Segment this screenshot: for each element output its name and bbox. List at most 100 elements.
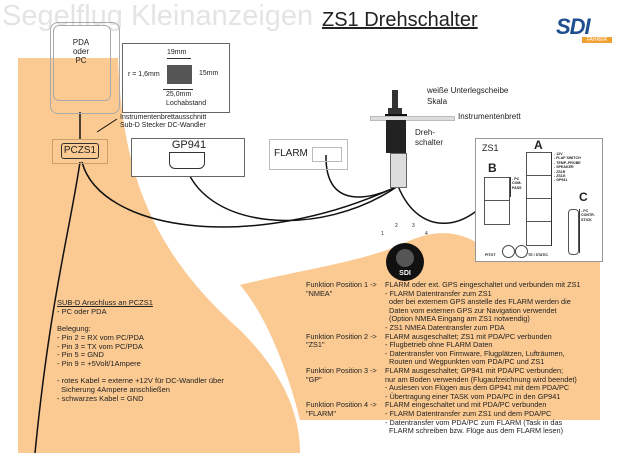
cutout-caption-2: Sub-D Stecker DC-Wandler: [120, 122, 206, 129]
function-line: - Auslesen von Flügen aus dem GP941 mit …: [385, 383, 570, 393]
cable-flarm-switch: [325, 154, 399, 198]
function-position-label: Funktion Position 2 ->: [306, 331, 377, 341]
washer-label: weiße Unterlegscheibe: [427, 86, 509, 95]
function-details: FLARM ausgeschaltet; ZS1 mit PDA/PC verb…: [385, 331, 565, 367]
switch-shaft: [392, 90, 398, 110]
pin-label: - SPEAKER: [554, 165, 574, 170]
function-position-label: Funktion Position 1 ->: [306, 280, 377, 289]
cable-pczs1-switch: [81, 161, 399, 228]
left-orange-area: [18, 58, 300, 453]
function-block: Funktion Position 4 ->"FLARM"FLARM einge…: [306, 401, 581, 435]
function-line: oder bei externem GPS anstelle des FLARM…: [385, 297, 571, 307]
panel-label: Instrumentenbrett: [458, 112, 521, 121]
pda-label-2: oder: [72, 47, 89, 56]
pin-label: PASS: [512, 185, 522, 190]
subd-line: - Pin 3 = TX vom PC/PDA: [57, 341, 143, 351]
function-line: FLARM eingeschaltet und mit PDA/PC verbu…: [385, 400, 547, 410]
gp941-label: GP941: [171, 139, 207, 151]
subd-line: Belegung:: [57, 324, 91, 334]
knob-position-3: 3: [412, 223, 415, 229]
subd-info: SUB-D Anschluss an PCZS1 - PC oder PDA B…: [57, 298, 224, 403]
function-line: - Flugbetrieb ohne FLARM Daten: [385, 340, 493, 350]
function-details: FLARM eingeschaltet und mit PDA/PC verbu…: [385, 401, 563, 435]
function-line: nur am Boden verwenden (Flugaufzeichnung…: [385, 374, 577, 384]
function-name: "NMEA": [306, 288, 333, 298]
subd-line: - schwarzes Kabel = GND: [57, 393, 144, 403]
function-name: "FLARM": [306, 408, 336, 418]
gp941-connector: GP941: [131, 138, 245, 177]
rotary-knob[interactable]: SDI: [386, 243, 424, 281]
port-a-label: A: [534, 138, 543, 152]
sdi-logo-sub: FAHRER: [582, 37, 612, 43]
subd-line: - rotes Kabel = externe +12V für DC-Wand…: [57, 376, 224, 386]
function-block: Funktion Position 1 ->"NMEA" FLARM oder e…: [306, 280, 581, 333]
function-line: Daten vom externen GPS zur Navigation ve…: [385, 305, 557, 315]
subd-heading: SUB-D Anschluss an PCZS1: [57, 298, 153, 307]
pin-label: - ZS1R: [554, 169, 566, 174]
function-line: FLARM ausgeschaltet; GP941 mit PDA/PC ve…: [385, 365, 564, 375]
hole-label: Lochabstand: [166, 100, 207, 107]
function-position: Funktion Position 3 ->"GP": [306, 365, 385, 401]
washer: [385, 114, 407, 116]
pin-label: - ZS1G: [554, 174, 566, 179]
function-line: - FLARM Datentransfer zum ZS1 und dem PD…: [385, 408, 552, 418]
page-title: ZS1 Drehschalter: [322, 9, 478, 31]
function-position-label: Funktion Position 3 ->: [306, 365, 377, 375]
function-line: - Datentransfer von Firmware, Flugplätze…: [385, 348, 565, 358]
cable-gp941-switch: [183, 159, 399, 222]
port-a-pins: - 12V - FLAP SWITCH - TEMP.-PROBE - SPEA…: [554, 152, 581, 183]
pda-device: [50, 22, 120, 114]
knob-cap: [396, 249, 414, 267]
port-c: [568, 209, 579, 255]
hole-distance: 25,0mm: [166, 91, 192, 98]
cutout-caption-1: Instrumentenbrettausschnitt: [120, 114, 207, 121]
function-line: - ZS1 NMEA Datentransfer zum PDA: [385, 322, 505, 332]
function-line: FLARM ausgeschaltet; ZS1 mit PDA/PC verb…: [385, 331, 552, 341]
pin-label: - PC: [512, 177, 520, 181]
subd-line: - PC oder PDA: [57, 306, 107, 316]
pin-label: CONTR.: [581, 213, 595, 218]
function-details: FLARM ausgeschaltet; GP941 mit PDA/PC ve…: [385, 365, 577, 401]
pin-label: - 12V: [554, 152, 563, 156]
function-position: Funktion Position 2 ->"ZS1": [306, 331, 385, 367]
function-line: FLARM oder ext. GPS eingeschaltet und ve…: [385, 280, 581, 289]
pda-label-1: PDA: [72, 38, 90, 47]
port-c-label: C: [579, 190, 588, 204]
port-b-label: B: [488, 161, 497, 175]
pda-label: PDA oder PC: [53, 38, 109, 65]
cutout-height: 15mm: [199, 70, 219, 77]
function-line: - FLARM Datentransfer zum ZS1: [385, 288, 492, 298]
pczs1-connector: [52, 139, 108, 164]
width-dim: [167, 58, 191, 59]
knob-brand: SDI: [399, 270, 411, 277]
pin-label: STICK: [581, 217, 592, 222]
cutout-arrow: [96, 118, 118, 133]
zs1-panel: ZS1 A - 12V - FLAP SWITCH - TEMP.-PROBE …: [475, 138, 603, 262]
subd-line: - Pin 5 = GND: [57, 350, 104, 360]
switch-label-2: schalter: [415, 137, 444, 147]
function-name: "ZS1": [306, 340, 325, 350]
pda-screen: [53, 25, 111, 101]
zs1-title: ZS1: [482, 143, 499, 153]
cutout-width: 19mm: [167, 49, 187, 56]
scale-label: Skala: [427, 97, 448, 106]
flarm-socket: [312, 147, 342, 162]
function-name: "GP": [306, 374, 322, 384]
pin-label: - FLAP SWITCH: [554, 156, 581, 161]
sdi-logo: SDI: [556, 14, 591, 39]
pin-label: - GP941: [554, 178, 568, 183]
static-port: [515, 245, 528, 258]
static-label: TE / STATIC: [528, 253, 549, 257]
pda-label-3: PC: [75, 56, 87, 65]
cutout-square: [167, 65, 192, 84]
flarm-connector: FLARM: [269, 139, 348, 170]
cable-pczs1-down: [34, 161, 81, 453]
function-line: FLARM schreiben bzw. Flüge aus dem FLARM…: [385, 426, 564, 436]
function-position: Funktion Position 4 ->"FLARM": [306, 401, 385, 435]
function-position-label: Funktion Position 4 ->: [306, 400, 377, 410]
pitot-label: PITOT: [485, 253, 496, 257]
hole-dim: [163, 89, 193, 90]
pin-label: - TEMP.-PROBE: [554, 160, 581, 165]
pin-label: - PC: [581, 209, 589, 213]
